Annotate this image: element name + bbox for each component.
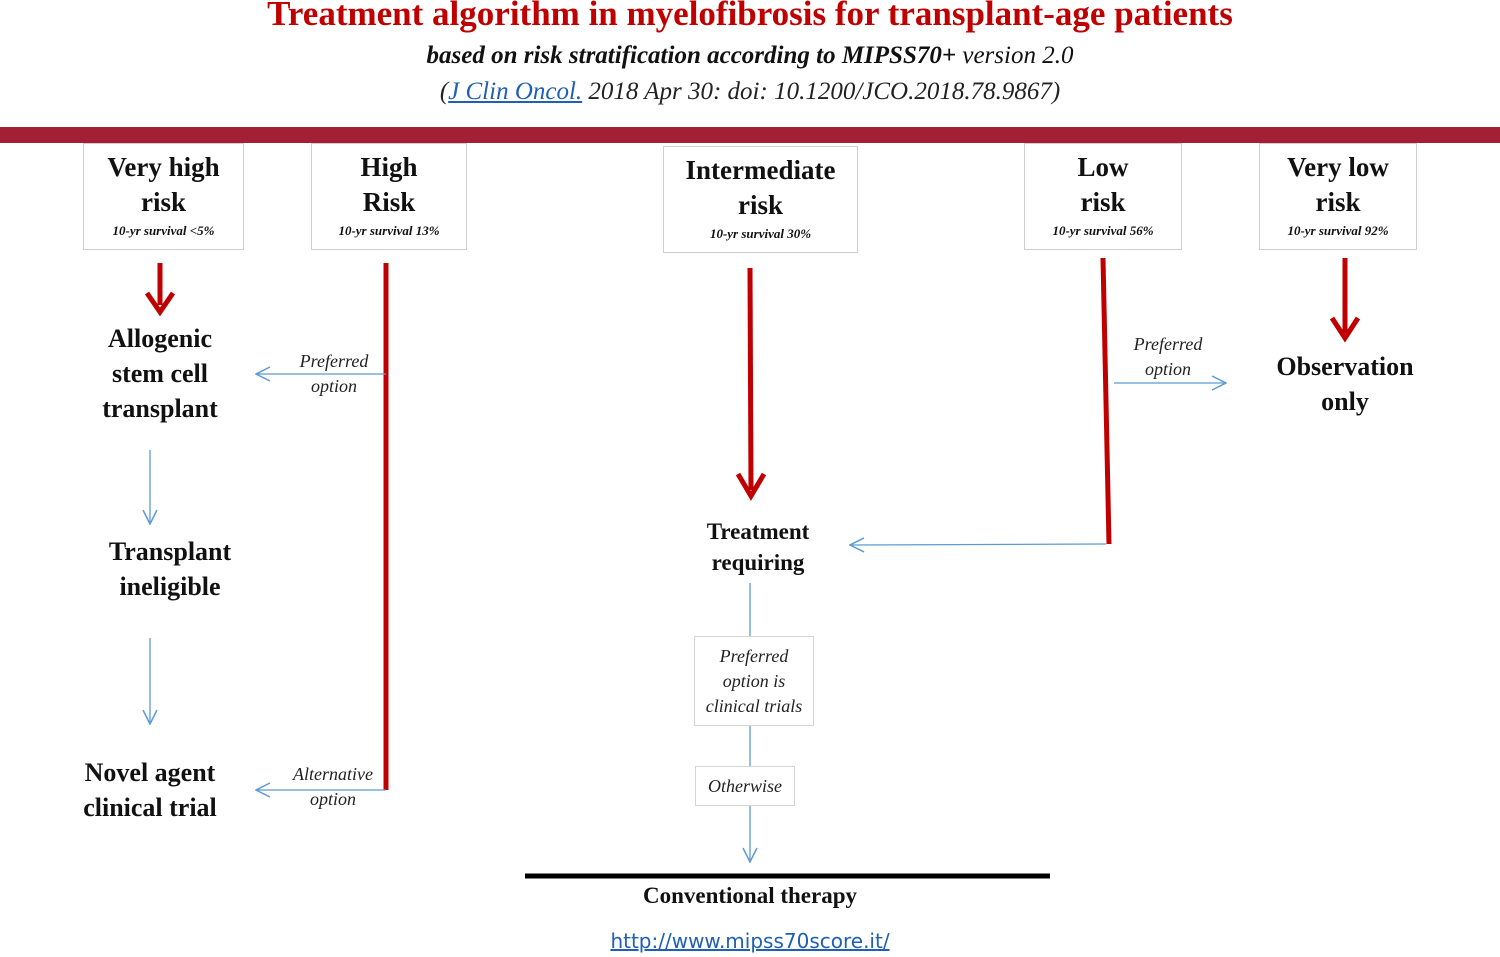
risk-name: Very high risk — [107, 152, 220, 217]
note-high-preferred: Preferred option — [299, 351, 369, 396]
intermediate-risk-arrow — [735, 267, 767, 501]
risk-name: Intermediate risk — [685, 155, 836, 220]
low-to-treatment-connector — [850, 544, 1107, 545]
diagram-title: Treatment algorithm in myelofibrosis for… — [267, 0, 1233, 33]
subtitle-version: version 2.0 — [956, 42, 1074, 69]
risk-box-low: Low risk 10-yr survival 56% — [1024, 143, 1182, 250]
low-risk-line — [1100, 257, 1112, 545]
very-low-risk-arrow — [1329, 258, 1361, 343]
node-allogenic-transplant: Allogenic stem cell transplant — [102, 324, 218, 423]
mipss70-website-link[interactable]: http://www.mipss70score.it/ — [610, 929, 890, 953]
note-low-preferred: Preferred option — [1133, 334, 1203, 379]
note-otherwise: Otherwise — [695, 766, 795, 806]
citation-details: 2018 Apr 30: doi: 10.1200/JCO.2018.78.98… — [582, 78, 1061, 105]
node-transplant-ineligible: Transplant ineligible — [108, 537, 232, 601]
header-divider-band — [0, 127, 1500, 143]
risk-name: Low risk — [1077, 152, 1129, 217]
node-observation-only: Observation only — [1276, 352, 1414, 416]
conventional-therapy-label: Conventional therapy — [642, 883, 858, 908]
node-treatment-requiring: Treatment requiring — [706, 519, 810, 575]
risk-survival: 10-yr survival <5% — [112, 223, 215, 238]
risk-survival: 10-yr survival 56% — [1052, 223, 1154, 238]
note-high-alternative: Alternative option — [293, 764, 373, 809]
diagram-subtitle: based on risk stratification according t… — [0, 42, 1500, 70]
citation-open: ( — [439, 78, 449, 105]
subtitle-main: based on risk stratification according t… — [426, 42, 957, 69]
risk-box-intermediate: Intermediate risk 10-yr survival 30% — [663, 146, 858, 253]
risk-box-high: High Risk 10-yr survival 13% — [311, 143, 467, 250]
journal-link[interactable]: J Clin Oncol. — [448, 78, 583, 105]
citation: (J Clin Oncol. 2018 Apr 30: doi: 10.1200… — [0, 78, 1500, 106]
very-high-risk-arrow — [144, 263, 176, 317]
risk-survival: 10-yr survival 30% — [709, 226, 812, 241]
risk-box-very-high: Very high risk 10-yr survival <5% — [83, 143, 244, 250]
note-clinical-trials: Preferred option is clinical trials — [694, 636, 814, 726]
risk-name: Very low risk — [1287, 152, 1389, 217]
risk-survival: 10-yr survival 13% — [338, 223, 440, 238]
risk-name: High Risk — [360, 152, 418, 217]
risk-survival: 10-yr survival 92% — [1287, 223, 1389, 238]
risk-box-very-low: Very low risk 10-yr survival 92% — [1259, 143, 1417, 250]
node-novel-agent-trial: Novel agent clinical trial — [83, 758, 217, 822]
